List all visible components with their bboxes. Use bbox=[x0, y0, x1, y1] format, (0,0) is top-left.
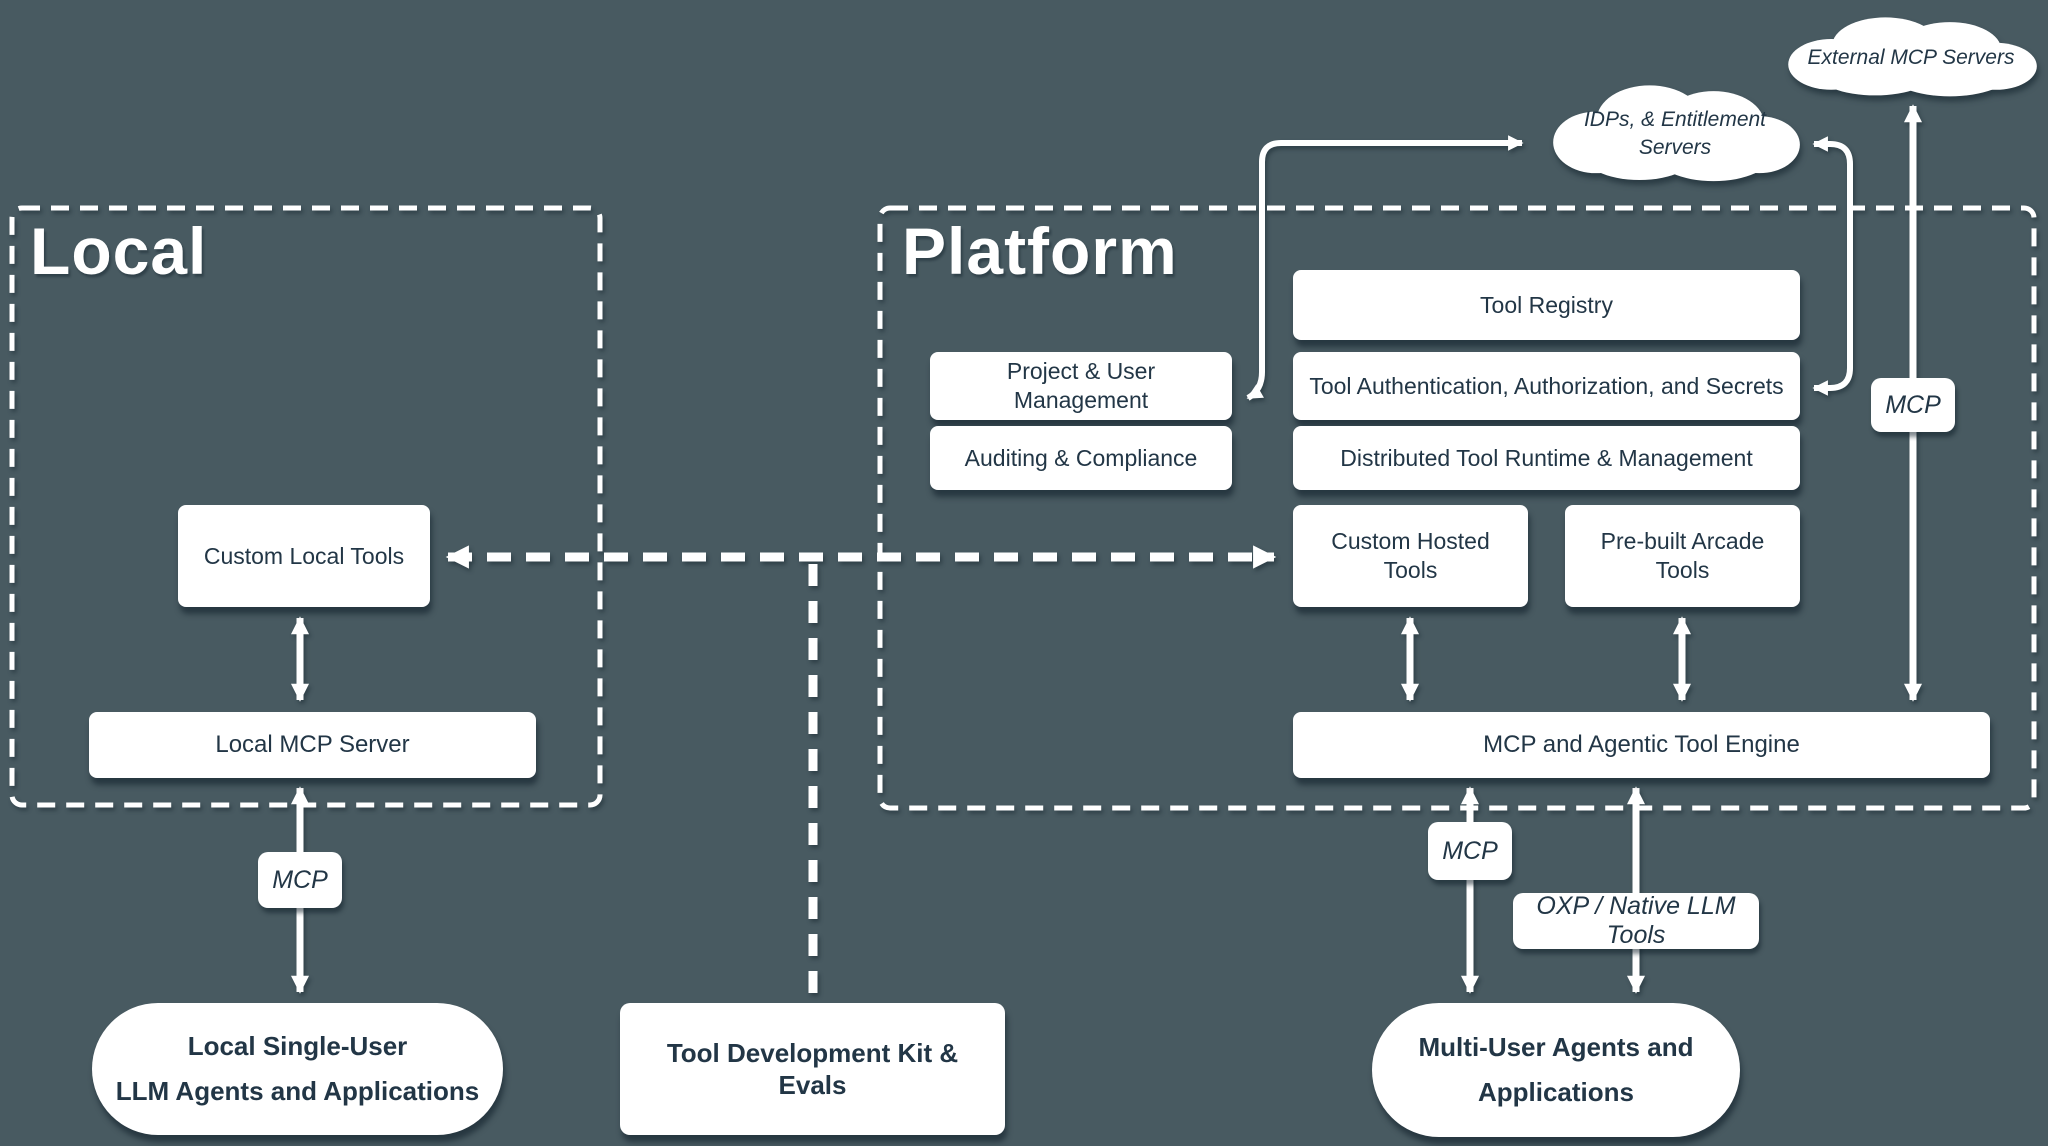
local-single-user-line1: Local Single-User bbox=[187, 1030, 408, 1061]
multi-user-line2: Applications bbox=[1477, 1077, 1634, 1107]
multi-user-line1: Multi-User Agents and bbox=[1418, 1031, 1694, 1062]
cloud-shape-icon bbox=[1788, 17, 2037, 97]
mcp-tag-engine: MCP bbox=[1428, 822, 1512, 880]
idp-label-line2: Servers bbox=[1638, 136, 1712, 159]
idp-entitlement-label: IDPs, & Entitlement Servers bbox=[1584, 100, 1766, 163]
mcp-tag-local: MCP bbox=[258, 852, 342, 908]
external-mcp-servers-label: External MCP Servers bbox=[1807, 45, 2015, 69]
oxp-native-llm-tools-tag: OXP / Native LLM Tools bbox=[1513, 892, 1759, 949]
cloud-shape-icon bbox=[1553, 85, 1800, 182]
tool-development-kit-box: Tool Development Kit & Evals bbox=[620, 1003, 1005, 1135]
custom-local-tools-box: Custom Local Tools bbox=[178, 505, 430, 607]
multi-user-agents-pill: Multi-User Agents and Applications bbox=[1372, 1003, 1740, 1137]
auditing-compliance-box: Auditing & Compliance bbox=[930, 426, 1232, 490]
arrow-idpcloud-toolauth bbox=[1812, 136, 1853, 396]
local-single-user-line2: LLM Agents and Applications bbox=[115, 1076, 480, 1106]
mcp-tag-external: MCP bbox=[1871, 378, 1955, 432]
arrow-projectmgmt-idpcloud bbox=[1246, 135, 1524, 401]
platform-region-label: Platform bbox=[902, 214, 1178, 288]
distributed-runtime-box: Distributed Tool Runtime & Management bbox=[1293, 426, 1800, 490]
project-user-management-box: Project & User Management bbox=[930, 352, 1232, 420]
idp-label-line1: IDPs, & Entitlement bbox=[1583, 107, 1767, 131]
local-region-label: Local bbox=[30, 214, 208, 288]
local-single-user-agents-pill: Local Single-User LLM Agents and Applica… bbox=[92, 1003, 503, 1135]
mcp-agentic-tool-engine-box: MCP and Agentic Tool Engine bbox=[1293, 712, 1990, 778]
custom-hosted-tools-box: Custom Hosted Tools bbox=[1293, 505, 1528, 607]
prebuilt-arcade-tools-box: Pre-built Arcade Tools bbox=[1565, 505, 1800, 607]
tool-registry-box: Tool Registry bbox=[1293, 270, 1800, 340]
external-mcp-servers-cloud: External MCP Servers bbox=[1778, 8, 2044, 102]
local-mcp-server-box: Local MCP Server bbox=[89, 712, 536, 778]
idp-entitlement-cloud: IDPs, & Entitlement Servers bbox=[1543, 74, 1807, 188]
tool-authentication-box: Tool Authentication, Authorization, and … bbox=[1293, 352, 1800, 420]
